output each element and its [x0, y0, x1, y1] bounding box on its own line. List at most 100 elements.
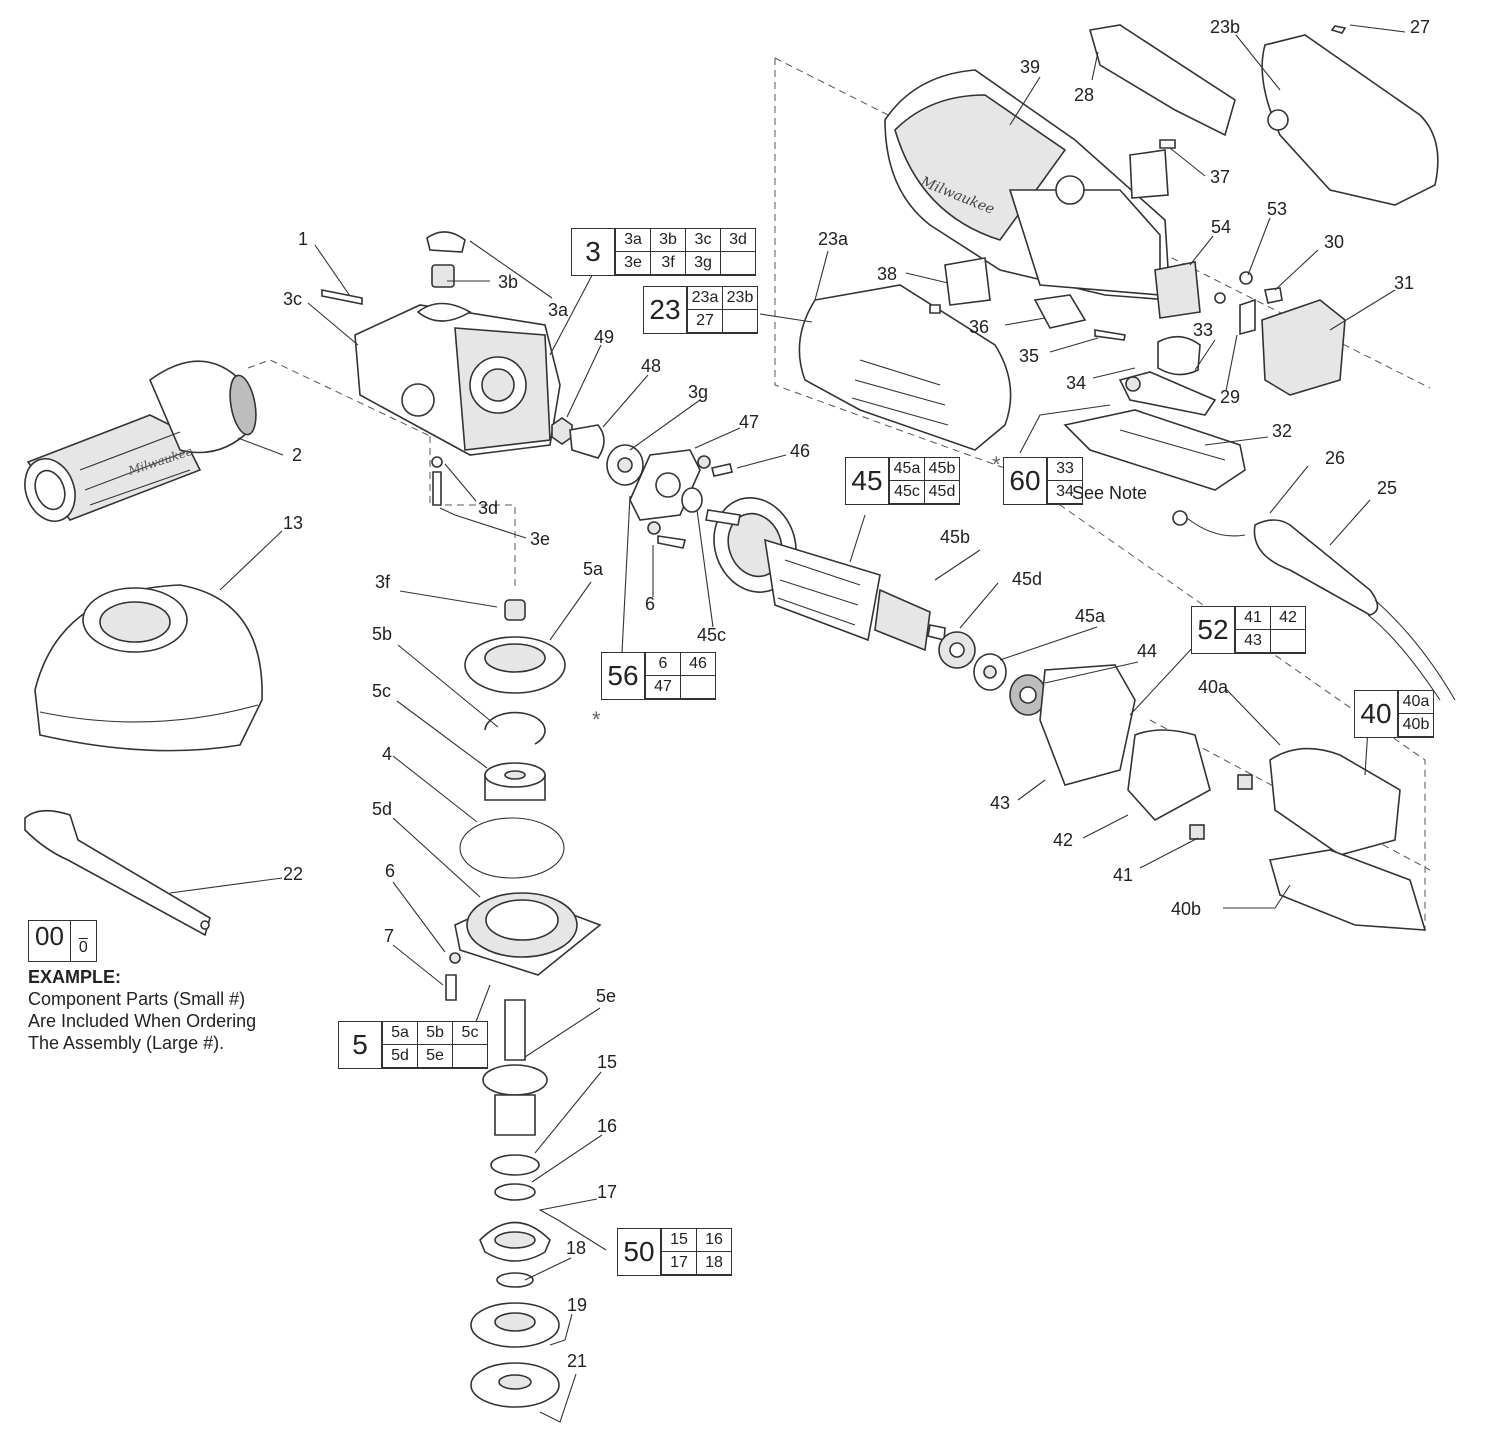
label-47: 47 [739, 412, 759, 432]
kit-component: 3g [685, 252, 720, 275]
label-45b: 45b [940, 527, 970, 547]
label-25: 25 [1377, 478, 1397, 498]
label-5c: 5c [372, 681, 391, 701]
label-6-upper: 6 [645, 594, 655, 614]
kit-component: 3f [650, 252, 685, 275]
label-48: 48 [641, 356, 661, 376]
label-33: 33 [1193, 320, 1213, 340]
label-18: 18 [566, 1238, 586, 1258]
label-2: 2 [292, 445, 302, 465]
label-31: 31 [1394, 273, 1414, 293]
label-3f: 3f [375, 572, 391, 592]
kit-component: 40b [1398, 714, 1433, 737]
side-handle-part [24, 360, 257, 522]
label-41: 41 [1113, 865, 1133, 885]
kit-component: 41 [1235, 607, 1270, 630]
kit-50: 50 15 16 17 18 [617, 1228, 732, 1276]
label-38: 38 [877, 264, 897, 284]
assembly-guide-lines [247, 57, 1431, 930]
label-40b: 40b [1171, 899, 1201, 919]
kit-component: 45d [924, 481, 959, 504]
kit-number: 56 [602, 653, 645, 699]
see-note-text: See Note [1072, 483, 1148, 503]
spindle-stack-part [445, 636, 602, 1408]
asterisk-note-marker: * [592, 707, 601, 732]
label-3c: 3c [283, 289, 302, 309]
label-42: 42 [1053, 830, 1073, 850]
kit-component [1270, 630, 1305, 653]
label-5d: 5d [372, 799, 392, 819]
spanner-wrench-part [24, 809, 211, 937]
kit-number: 45 [846, 458, 889, 504]
kit-component: 45a [889, 458, 924, 481]
kit-component: 33 [1047, 458, 1082, 481]
label-3b: 3b [498, 272, 518, 292]
label-3e: 3e [530, 529, 550, 549]
kit-56: 56 6 46 47 [601, 652, 716, 700]
label-54: 54 [1211, 217, 1231, 237]
label-45c: 45c [697, 625, 726, 645]
kit-component: 15 [661, 1229, 696, 1252]
kit-40: 40 40a 40b [1354, 690, 1434, 738]
label-13: 13 [283, 513, 303, 533]
kit-number: 40 [1355, 691, 1398, 737]
label-7: 7 [384, 926, 394, 946]
motor-housing-part [884, 69, 1171, 301]
kit-52: 52 41 42 43 [1191, 606, 1306, 654]
label-5a: 5a [583, 559, 604, 579]
example-legend: 00 0 EXAMPLE: Component Parts (Small #) … [28, 920, 328, 1054]
label-4: 4 [382, 744, 392, 764]
kit-component [452, 1045, 487, 1068]
label-3a: 3a [548, 300, 569, 320]
kit-component: 46 [680, 653, 715, 676]
callout-leader-lines [169, 24, 1406, 1423]
label-28: 28 [1074, 85, 1094, 105]
label-3g: 3g [688, 382, 708, 402]
label-19: 19 [567, 1295, 587, 1315]
kit-component: 5b [417, 1022, 452, 1045]
kit-component: 27 [687, 310, 722, 333]
label-5b: 5b [372, 624, 392, 644]
kit-component: 42 [1270, 607, 1305, 630]
label-23b: 23b [1210, 17, 1240, 37]
kit-component: 16 [696, 1229, 731, 1252]
label-39: 39 [1020, 57, 1040, 77]
kit-component: 47 [645, 676, 680, 699]
kit-component: 18 [696, 1252, 731, 1275]
asterisk-note-marker: * [992, 452, 1001, 477]
example-kit-box: 00 0 [28, 920, 97, 962]
example-line-2: Are Included When Ordering [28, 1011, 257, 1031]
armature-part [705, 497, 1047, 716]
kit-number: 60 [1004, 458, 1047, 504]
label-1: 1 [298, 229, 308, 249]
label-27: 27 [1410, 17, 1430, 37]
label-3d: 3d [478, 498, 498, 518]
kit-component: 3e [615, 252, 650, 275]
kit-component: 3b [650, 229, 685, 252]
kit-number: 3 [572, 229, 615, 275]
kit-component: 3a [615, 229, 650, 252]
kit-component: 5e [417, 1045, 452, 1068]
label-30: 30 [1324, 232, 1344, 252]
kit-number: 5 [339, 1022, 382, 1068]
gear-case-hardware [551, 417, 733, 549]
brush-holder-parts [1039, 664, 1427, 931]
example-title: EXAMPLE: [28, 967, 122, 987]
motor-cover-part [798, 284, 1012, 451]
label-29: 29 [1220, 387, 1240, 407]
kit-component: 23a [687, 287, 722, 310]
kit-component: 3d [720, 229, 755, 252]
example-line-3: The Assembly (Large #). [28, 1033, 225, 1053]
kit-component: 43 [1235, 630, 1270, 653]
label-6-lower: 6 [385, 861, 395, 881]
label-15: 15 [597, 1052, 617, 1072]
kit-component: 34 [1047, 481, 1082, 504]
label-5e: 5e [596, 986, 616, 1006]
kit-component: 40a [1398, 691, 1433, 714]
kit-component: 6 [645, 653, 680, 676]
kit-number: 52 [1192, 607, 1235, 653]
kit-component [722, 310, 757, 333]
label-32: 32 [1272, 421, 1292, 441]
label-49: 49 [594, 327, 614, 347]
